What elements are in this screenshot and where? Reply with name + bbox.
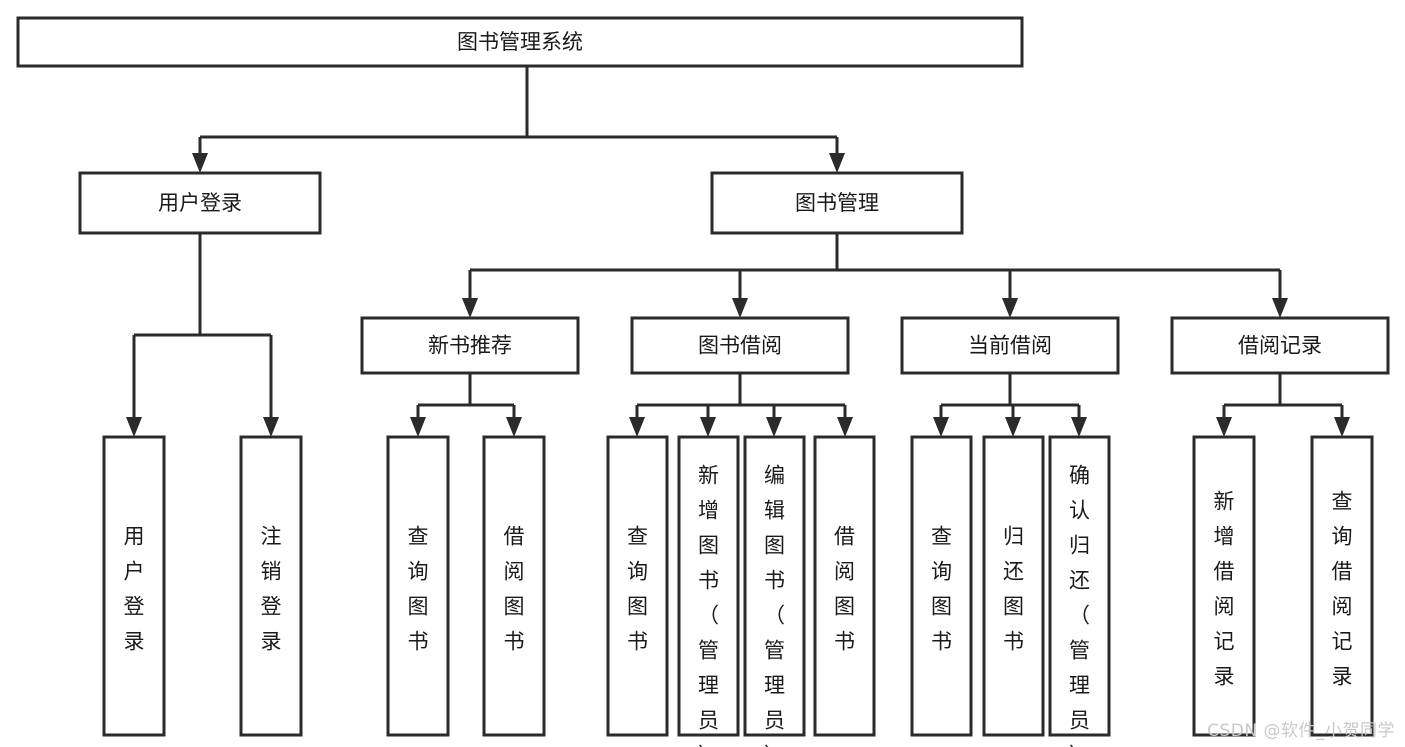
function-node-borrow_record-0-box[interactable] [1192,435,1256,737]
module-node-1-label: 图书管理 [795,191,879,215]
current_borrow_children-arrow-icon-0 [933,417,949,437]
submodule-node-2-label: 当前借阅 [968,334,1052,358]
submodule-node-1-box[interactable] [630,316,850,375]
function-node-current_borrow-1-label: 归还图书 [1003,524,1024,653]
module-node-1[interactable]: 图书管理 [710,171,964,235]
module-node-0-label: 用户登录 [158,191,242,215]
function-node-book_borrow-1-box[interactable] [677,435,740,737]
function-node-current_borrow-0[interactable]: 查询图书 [910,435,973,737]
function-node-new_book-0[interactable]: 查询图书 [386,435,450,737]
function-node-current_borrow-0-label: 查询图书 [931,524,952,653]
borrow_record_children-arrow-icon-1 [1334,417,1350,437]
book_borrow_children-arrow-icon-3 [837,417,853,437]
function-node-user_login-1-label: 注销登录 [261,524,282,653]
function-node-current_borrow-2-box[interactable] [1048,435,1111,737]
function-node-current_borrow-0-box[interactable] [910,435,973,737]
function-node-book_borrow-2-label: 编辑图书（管理员） [764,463,785,747]
user_login_children-arrow-icon-0 [126,417,142,437]
function-node-current_borrow-1[interactable]: 归还图书 [982,435,1045,737]
function-node-book_borrow-2-box[interactable] [743,435,806,737]
root-node-book-management-system[interactable]: 图书管理系统 [16,16,1024,68]
root_to_level2-arrow-icon-1 [829,153,845,173]
book_manage_children-arrow-icon-1 [732,298,748,318]
module-node-0-box[interactable] [78,171,322,235]
nodes-layer: 图书管理系统用户登录图书管理新书推荐图书借阅当前借阅借阅记录用户登录注销登录查询… [16,16,1390,747]
function-node-book_borrow-0-box[interactable] [606,435,669,737]
borrow_record_children-arrow-icon-0 [1216,417,1232,437]
book_manage_children-arrow-icon-3 [1272,298,1288,318]
submodule-node-3-label: 借阅记录 [1238,334,1322,358]
function-node-new_book-1[interactable]: 借阅图书 [482,435,546,737]
function-node-user_login-0[interactable]: 用户登录 [102,435,166,737]
function-node-user_login-1-box[interactable] [239,435,303,737]
book_borrow_children-arrow-icon-2 [766,417,782,437]
function-node-book_borrow-0-label: 查询图书 [627,524,648,653]
connectors-layer [126,66,1350,437]
function-node-current_borrow-1-box[interactable] [982,435,1045,737]
function-node-borrow_record-1-box[interactable] [1310,435,1374,737]
function-node-borrow_record-1-label: 查询借阅记录 [1332,489,1353,688]
current_borrow_children-arrow-icon-1 [1005,417,1021,437]
submodule-node-3[interactable]: 借阅记录 [1170,316,1390,375]
function-node-new_book-1-box[interactable] [482,435,546,737]
function-node-user_login-1[interactable]: 注销登录 [239,435,303,737]
root_to_level2-arrow-icon-0 [192,153,208,173]
function-node-book_borrow-3[interactable]: 借阅图书 [813,435,876,737]
submodule-node-0[interactable]: 新书推荐 [360,316,580,375]
submodule-node-3-box[interactable] [1170,316,1390,375]
function-node-new_book-0-box[interactable] [386,435,450,737]
submodule-node-2-box[interactable] [900,316,1120,375]
submodule-node-1-label: 图书借阅 [698,334,782,358]
module-node-0[interactable]: 用户登录 [78,171,322,235]
function-node-current_borrow-2-label: 确认归还（管理员） [1069,463,1090,747]
book_borrow_children-arrow-icon-1 [700,417,716,437]
function-node-current_borrow-2[interactable]: 确认归还（管理员） [1048,435,1111,747]
function-node-book_borrow-2[interactable]: 编辑图书（管理员） [743,435,806,747]
function-node-borrow_record-0-label: 新增借阅记录 [1214,489,1235,688]
user_login_children-arrow-icon-1 [263,417,279,437]
new_book_children-arrow-icon-0 [410,417,426,437]
module-node-1-box[interactable] [710,171,964,235]
watermark-text: CSDN @软件_小贺同学 [1207,721,1395,741]
function-node-user_login-0-box[interactable] [102,435,166,737]
function-node-new_book-1-label: 借阅图书 [504,524,525,653]
book_manage_children-arrow-icon-0 [462,298,478,318]
submodule-node-0-box[interactable] [360,316,580,375]
function-node-book_borrow-3-label: 借阅图书 [834,524,855,653]
book_borrow_children-arrow-icon-0 [629,417,645,437]
root-node-book-management-system-label: 图书管理系统 [457,30,583,54]
function-node-borrow_record-1[interactable]: 查询借阅记录 [1310,435,1374,737]
function-node-book_borrow-1-label: 新增图书（管理员） [698,463,719,747]
function-node-new_book-0-label: 查询图书 [408,524,429,653]
current_borrow_children-arrow-icon-2 [1071,417,1087,437]
function-node-book_borrow-0[interactable]: 查询图书 [606,435,669,737]
function-node-book_borrow-3-box[interactable] [813,435,876,737]
submodule-node-2[interactable]: 当前借阅 [900,316,1120,375]
book_manage_children-arrow-icon-2 [1002,298,1018,318]
function-node-user_login-0-label: 用户登录 [124,524,145,653]
root-node-book-management-system-box[interactable] [16,16,1024,68]
function-node-book_borrow-1[interactable]: 新增图书（管理员） [677,435,740,747]
new_book_children-arrow-icon-1 [506,417,522,437]
submodule-node-0-label: 新书推荐 [428,334,512,358]
submodule-node-1[interactable]: 图书借阅 [630,316,850,375]
function-node-borrow_record-0[interactable]: 新增借阅记录 [1192,435,1256,737]
